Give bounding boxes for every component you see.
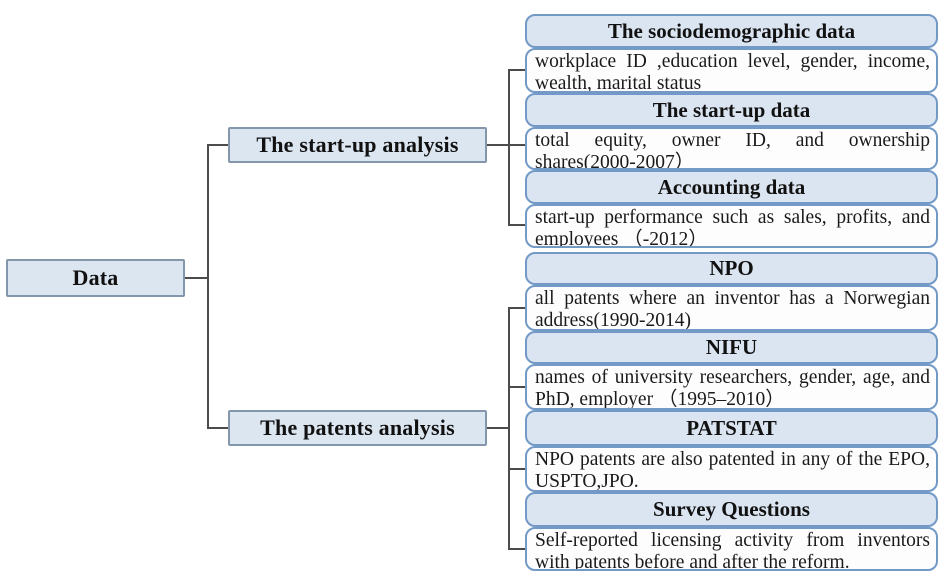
desc-box-survey-questions: Self-reported licensing activity from in… — [525, 527, 938, 571]
connector-to-patents-branch — [207, 427, 228, 429]
connector-to-startup-branch — [207, 144, 228, 146]
connector-startup-main-horizontal — [487, 144, 525, 146]
branch-node-label: The patents analysis — [260, 415, 455, 440]
header-box-npo: NPO — [525, 252, 938, 285]
patents-detail-stack: NPO all patents where an inventor has a … — [525, 252, 938, 571]
connector-stub-patstat — [508, 468, 525, 470]
connector-left-bracket-vertical — [207, 144, 209, 429]
desc-box-startup-data: total equity, owner ID, and ownership sh… — [525, 127, 938, 170]
startup-detail-stack: The sociodemographic data workplace ID ,… — [525, 14, 938, 248]
connector-stub-sociodemographic — [508, 69, 525, 71]
connector-root-horizontal — [185, 277, 208, 279]
header-box-nifu: NIFU — [525, 331, 938, 364]
header-box-startup-data: The start-up data — [525, 93, 938, 127]
connector-stub-npo — [508, 307, 525, 309]
desc-box-nifu: names of university researchers, gender,… — [525, 364, 938, 410]
root-node-label: Data — [72, 265, 119, 290]
header-box-accounting-data: Accounting data — [525, 170, 938, 204]
desc-box-sociodemographic-data: workplace ID ,education level, gender, i… — [525, 48, 938, 93]
header-box-patstat: PATSTAT — [525, 410, 938, 446]
branch-node-patents-analysis: The patents analysis — [228, 410, 487, 446]
connector-stub-nifu — [508, 386, 525, 388]
desc-box-accounting-data: start-up performance such as sales, prof… — [525, 204, 938, 248]
header-box-survey-questions: Survey Questions — [525, 492, 938, 527]
connector-patents-main-horizontal — [487, 427, 509, 429]
connector-patents-bracket-vertical — [508, 307, 510, 550]
connector-stub-accounting — [508, 224, 525, 226]
connector-stub-survey — [508, 548, 525, 550]
desc-box-npo: all patents where an inventor has a Norw… — [525, 285, 938, 331]
header-box-sociodemographic-data: The sociodemographic data — [525, 14, 938, 48]
branch-node-startup-analysis: The start-up analysis — [228, 127, 487, 163]
connector-startup-bracket-vertical — [508, 69, 510, 226]
branch-node-label: The start-up analysis — [256, 132, 459, 157]
desc-box-patstat: NPO patents are also patented in any of … — [525, 446, 938, 492]
root-node-data: Data — [6, 259, 185, 297]
